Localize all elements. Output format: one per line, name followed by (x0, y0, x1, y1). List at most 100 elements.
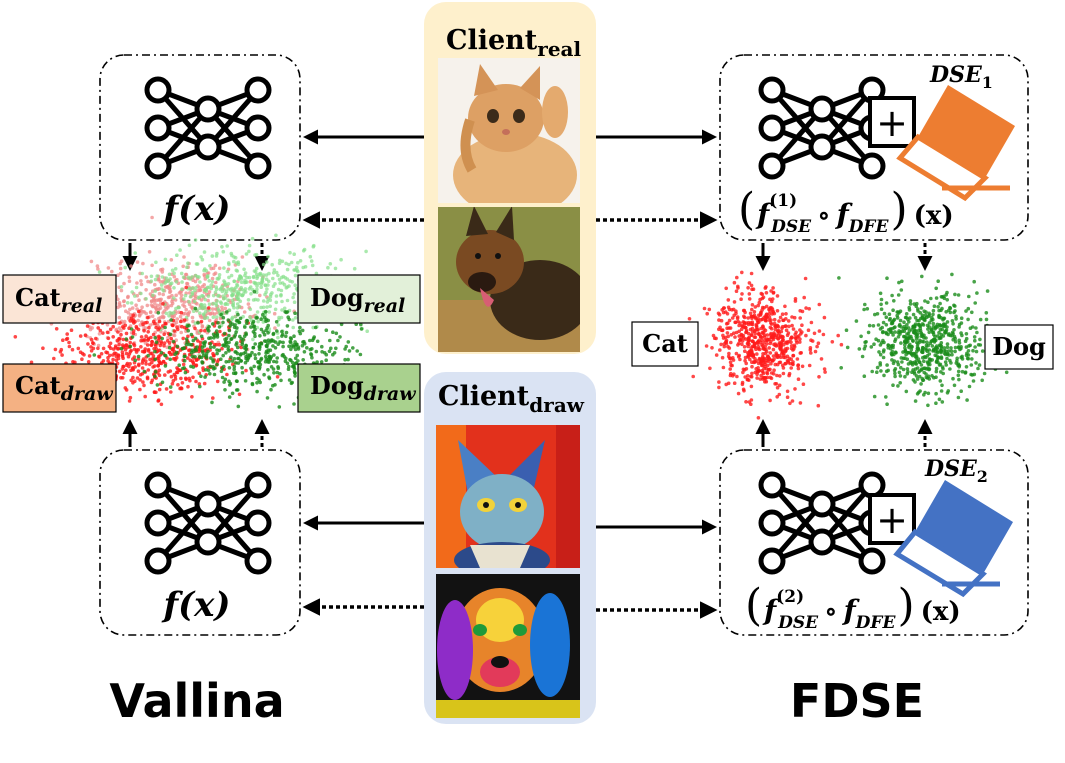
scatter-point-dog (912, 325, 917, 329)
scatter-point-cat-real (153, 301, 157, 306)
scatter-point-cat (773, 327, 778, 332)
scatter-point-cat (766, 363, 770, 368)
scatter-point-dog (972, 279, 976, 284)
scatter-point-dog (952, 310, 956, 315)
scatter-point-cat (775, 395, 779, 399)
scatter-point-cat (720, 355, 725, 360)
scatter-point-dog (863, 340, 867, 345)
scatter-point-cat (778, 345, 782, 350)
scatter-point-dog (931, 308, 936, 313)
scatter-point-cat (816, 403, 821, 408)
scatter-point-dog-real (163, 257, 168, 262)
scatter-point-dog (974, 326, 978, 330)
scatter-point-cat (705, 311, 709, 316)
scatter-point-dog-draw (324, 352, 329, 357)
scatter-point-dog (884, 323, 889, 327)
scatter-point-dog-draw (258, 334, 262, 338)
scatter-point-cat (768, 341, 773, 346)
scatter-point-cat-draw (194, 379, 198, 384)
label-cat-draw: Catdraw (15, 371, 113, 405)
scatter-point-dog (905, 332, 909, 336)
scatter-point-cat (728, 360, 733, 365)
scatter-point-cat (784, 324, 788, 328)
scatter-point-cat-real (130, 306, 135, 310)
scatter-point-cat-real (122, 281, 126, 286)
scatter-point-dog-draw (206, 368, 211, 373)
scatter-point-dog-draw (251, 324, 256, 329)
scatter-point-cat (718, 348, 722, 352)
scatter-point-dog-real (314, 271, 319, 276)
scatter-point-dog-real (151, 293, 155, 298)
scatter-point-cat-draw (157, 373, 162, 378)
scatter-point-cat-real (208, 312, 213, 316)
scatter-point-cat-real (135, 260, 140, 264)
scatter-point-cat (737, 353, 741, 358)
scatter-point-dog-draw (155, 383, 160, 387)
scatter-point-dog (926, 391, 931, 396)
scatter-point-dog-real (227, 275, 231, 280)
scatter-point-cat-real (105, 323, 110, 327)
scatter-point-dog (859, 334, 863, 339)
scatter-point-dog (904, 315, 909, 320)
scatter-point-dog-draw (235, 388, 240, 392)
scatter-point-cat (719, 342, 723, 347)
scatter-point-cat (784, 328, 789, 333)
scatter-point-dog-draw (168, 332, 173, 337)
scatter-point-dog (899, 365, 903, 370)
scatter-point-cat-draw (119, 376, 123, 380)
scatter-point-dog (950, 330, 955, 335)
scatter-point-cat (780, 312, 785, 317)
scatter-point-dog-real (202, 288, 207, 292)
scatter-point-cat (785, 341, 789, 346)
scatter-point-dog-draw (230, 391, 235, 396)
scatter-point-cat-draw (101, 331, 105, 335)
scatter-point-dog (920, 345, 925, 350)
scatter-point-dog-draw (196, 321, 200, 325)
scatter-point-cat-draw (116, 330, 120, 334)
scatter-point-dog (918, 310, 922, 315)
label-box-cat (631, 321, 699, 367)
scatter-point-cat-draw (163, 373, 167, 377)
scatter-point-cat (765, 370, 769, 375)
scatter-point-dog-draw (269, 365, 274, 369)
scatter-point-dog-draw (359, 322, 363, 327)
scatter-point-dog-real (289, 260, 294, 265)
scatter-point-cat-real (193, 296, 198, 301)
scatter-point-cat-real (95, 264, 100, 268)
scatter-point-dog (922, 333, 926, 338)
scatter-point-dog-real (140, 271, 144, 276)
scatter-point-cat (746, 338, 751, 342)
scatter-point-cat-real (126, 295, 130, 300)
scatter-point-dog-real (198, 306, 202, 311)
scatter-point-cat-draw (106, 355, 110, 360)
scatter-point-dog-real (292, 292, 296, 296)
scatter-point-cat (726, 298, 731, 302)
scatter-point-dog-draw (221, 353, 225, 358)
scatter-point-dog-real (184, 315, 189, 320)
scatter-point-cat (836, 333, 840, 338)
scatter-point-cat (704, 344, 709, 348)
scatter-point-cat-draw (230, 347, 234, 352)
scatter-point-dog-real (256, 281, 261, 286)
scatter-point-dog (978, 343, 983, 347)
scatter-point-dog (954, 317, 958, 321)
scatter-point-cat (839, 342, 844, 347)
scatter-point-dog-draw (292, 402, 296, 406)
scatter-point-dog-draw (244, 347, 248, 352)
scatter-point-cat (726, 321, 730, 326)
scatter-point-dog-real (172, 296, 176, 300)
label-box-cat-real (2, 274, 117, 324)
scatter-point-cat-real (240, 255, 245, 259)
scatter-point-dog (896, 293, 901, 297)
scatter-point-cat (728, 367, 732, 371)
scatter-point-cat-draw (94, 336, 98, 341)
scatter-point-cat-draw (124, 351, 129, 356)
scatter-point-cat-real (139, 279, 143, 283)
scatter-point-dog (953, 339, 958, 344)
scatter-point-dog-draw (249, 325, 253, 329)
scatter-point-dog-real (291, 318, 295, 322)
scatter-point-cat-draw (78, 334, 83, 338)
scatter-point-cat-draw (132, 347, 137, 352)
scatter-point-cat (735, 275, 739, 280)
scatter-point-cat-real (175, 317, 180, 321)
